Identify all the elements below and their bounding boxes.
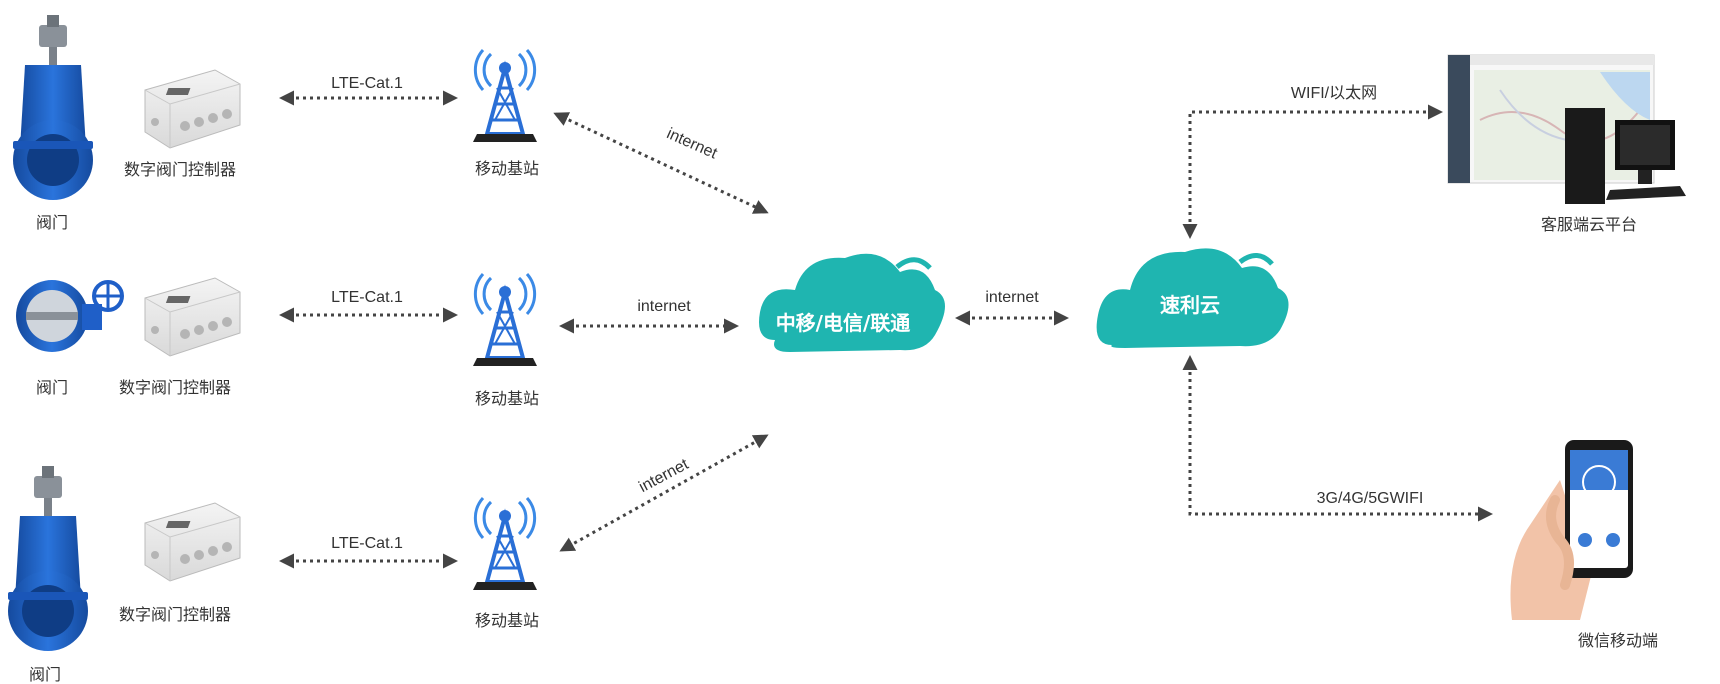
keyboard-icon <box>1606 186 1686 200</box>
controller-label: 数字阀门控制器 <box>119 605 231 624</box>
gate-valve-icon <box>13 15 93 200</box>
pc-client <box>1447 54 1686 204</box>
carrier-cloud: 中移/电信/联通 <box>759 253 945 352</box>
valve-label: 阀门 <box>36 213 68 232</box>
uplink-arrow <box>553 112 769 214</box>
controller-label: 数字阀门控制器 <box>124 160 236 179</box>
row-3: 阀门 数字阀门控制器 LTE-Cat.1 移动基站 internet <box>8 434 769 684</box>
controller-box-icon <box>144 69 241 149</box>
station-label: 移动基站 <box>475 389 539 408</box>
controller-box-icon <box>144 277 241 357</box>
pc-client-label: 客服端云平台 <box>1541 215 1637 234</box>
cell-tower-icon <box>471 48 539 144</box>
suli-cloud-label: 速利云 <box>1160 293 1220 317</box>
lte-link-label: LTE-Cat.1 <box>331 75 403 92</box>
pc-link-arrow <box>1182 104 1443 239</box>
mobile-client-label: 微信移动端 <box>1578 631 1658 650</box>
carrier-to-cloud-label: internet <box>985 289 1039 306</box>
mobile-link-arrow <box>1182 355 1493 522</box>
uplink-label: internet <box>664 125 720 162</box>
station-label: 移动基站 <box>475 611 539 630</box>
carrier-cloud-label: 中移/电信/联通 <box>776 311 911 335</box>
pc-link-label: WIFI/以太网 <box>1291 84 1377 102</box>
cell-tower-icon <box>471 272 539 368</box>
suli-cloud: 速利云 <box>1096 248 1289 348</box>
uplink-arrow <box>559 434 769 552</box>
uplink-label: internet <box>637 298 691 315</box>
controller-box-icon <box>144 502 241 582</box>
valve-label: 阀门 <box>29 665 61 684</box>
controller-label: 数字阀门控制器 <box>119 378 231 397</box>
mobile-client <box>1510 440 1633 620</box>
valve-label: 阀门 <box>36 378 68 397</box>
pc-tower-icon <box>1565 108 1605 204</box>
butterfly-valve-icon <box>14 278 124 354</box>
cell-tower-icon <box>471 496 539 592</box>
cloud-icon <box>1096 248 1289 348</box>
lte-link-label: LTE-Cat.1 <box>331 535 403 552</box>
lte-link-label: LTE-Cat.1 <box>331 289 403 306</box>
cloud-icon <box>759 253 945 352</box>
gauge-icon <box>1582 465 1616 499</box>
row-2: 阀门 数字阀门控制器 LTE-Cat.1 移动基站 internet <box>14 272 739 408</box>
mobile-link-label: 3G/4G/5GWIFI <box>1317 490 1424 507</box>
uplink-label: internet <box>636 456 692 496</box>
row-1: 阀门 数字阀门控制器 LTE-Cat.1 移动基站 internet <box>13 15 769 232</box>
hand-icon <box>1510 480 1595 620</box>
gate-valve-icon <box>8 466 88 651</box>
station-label: 移动基站 <box>475 159 539 178</box>
